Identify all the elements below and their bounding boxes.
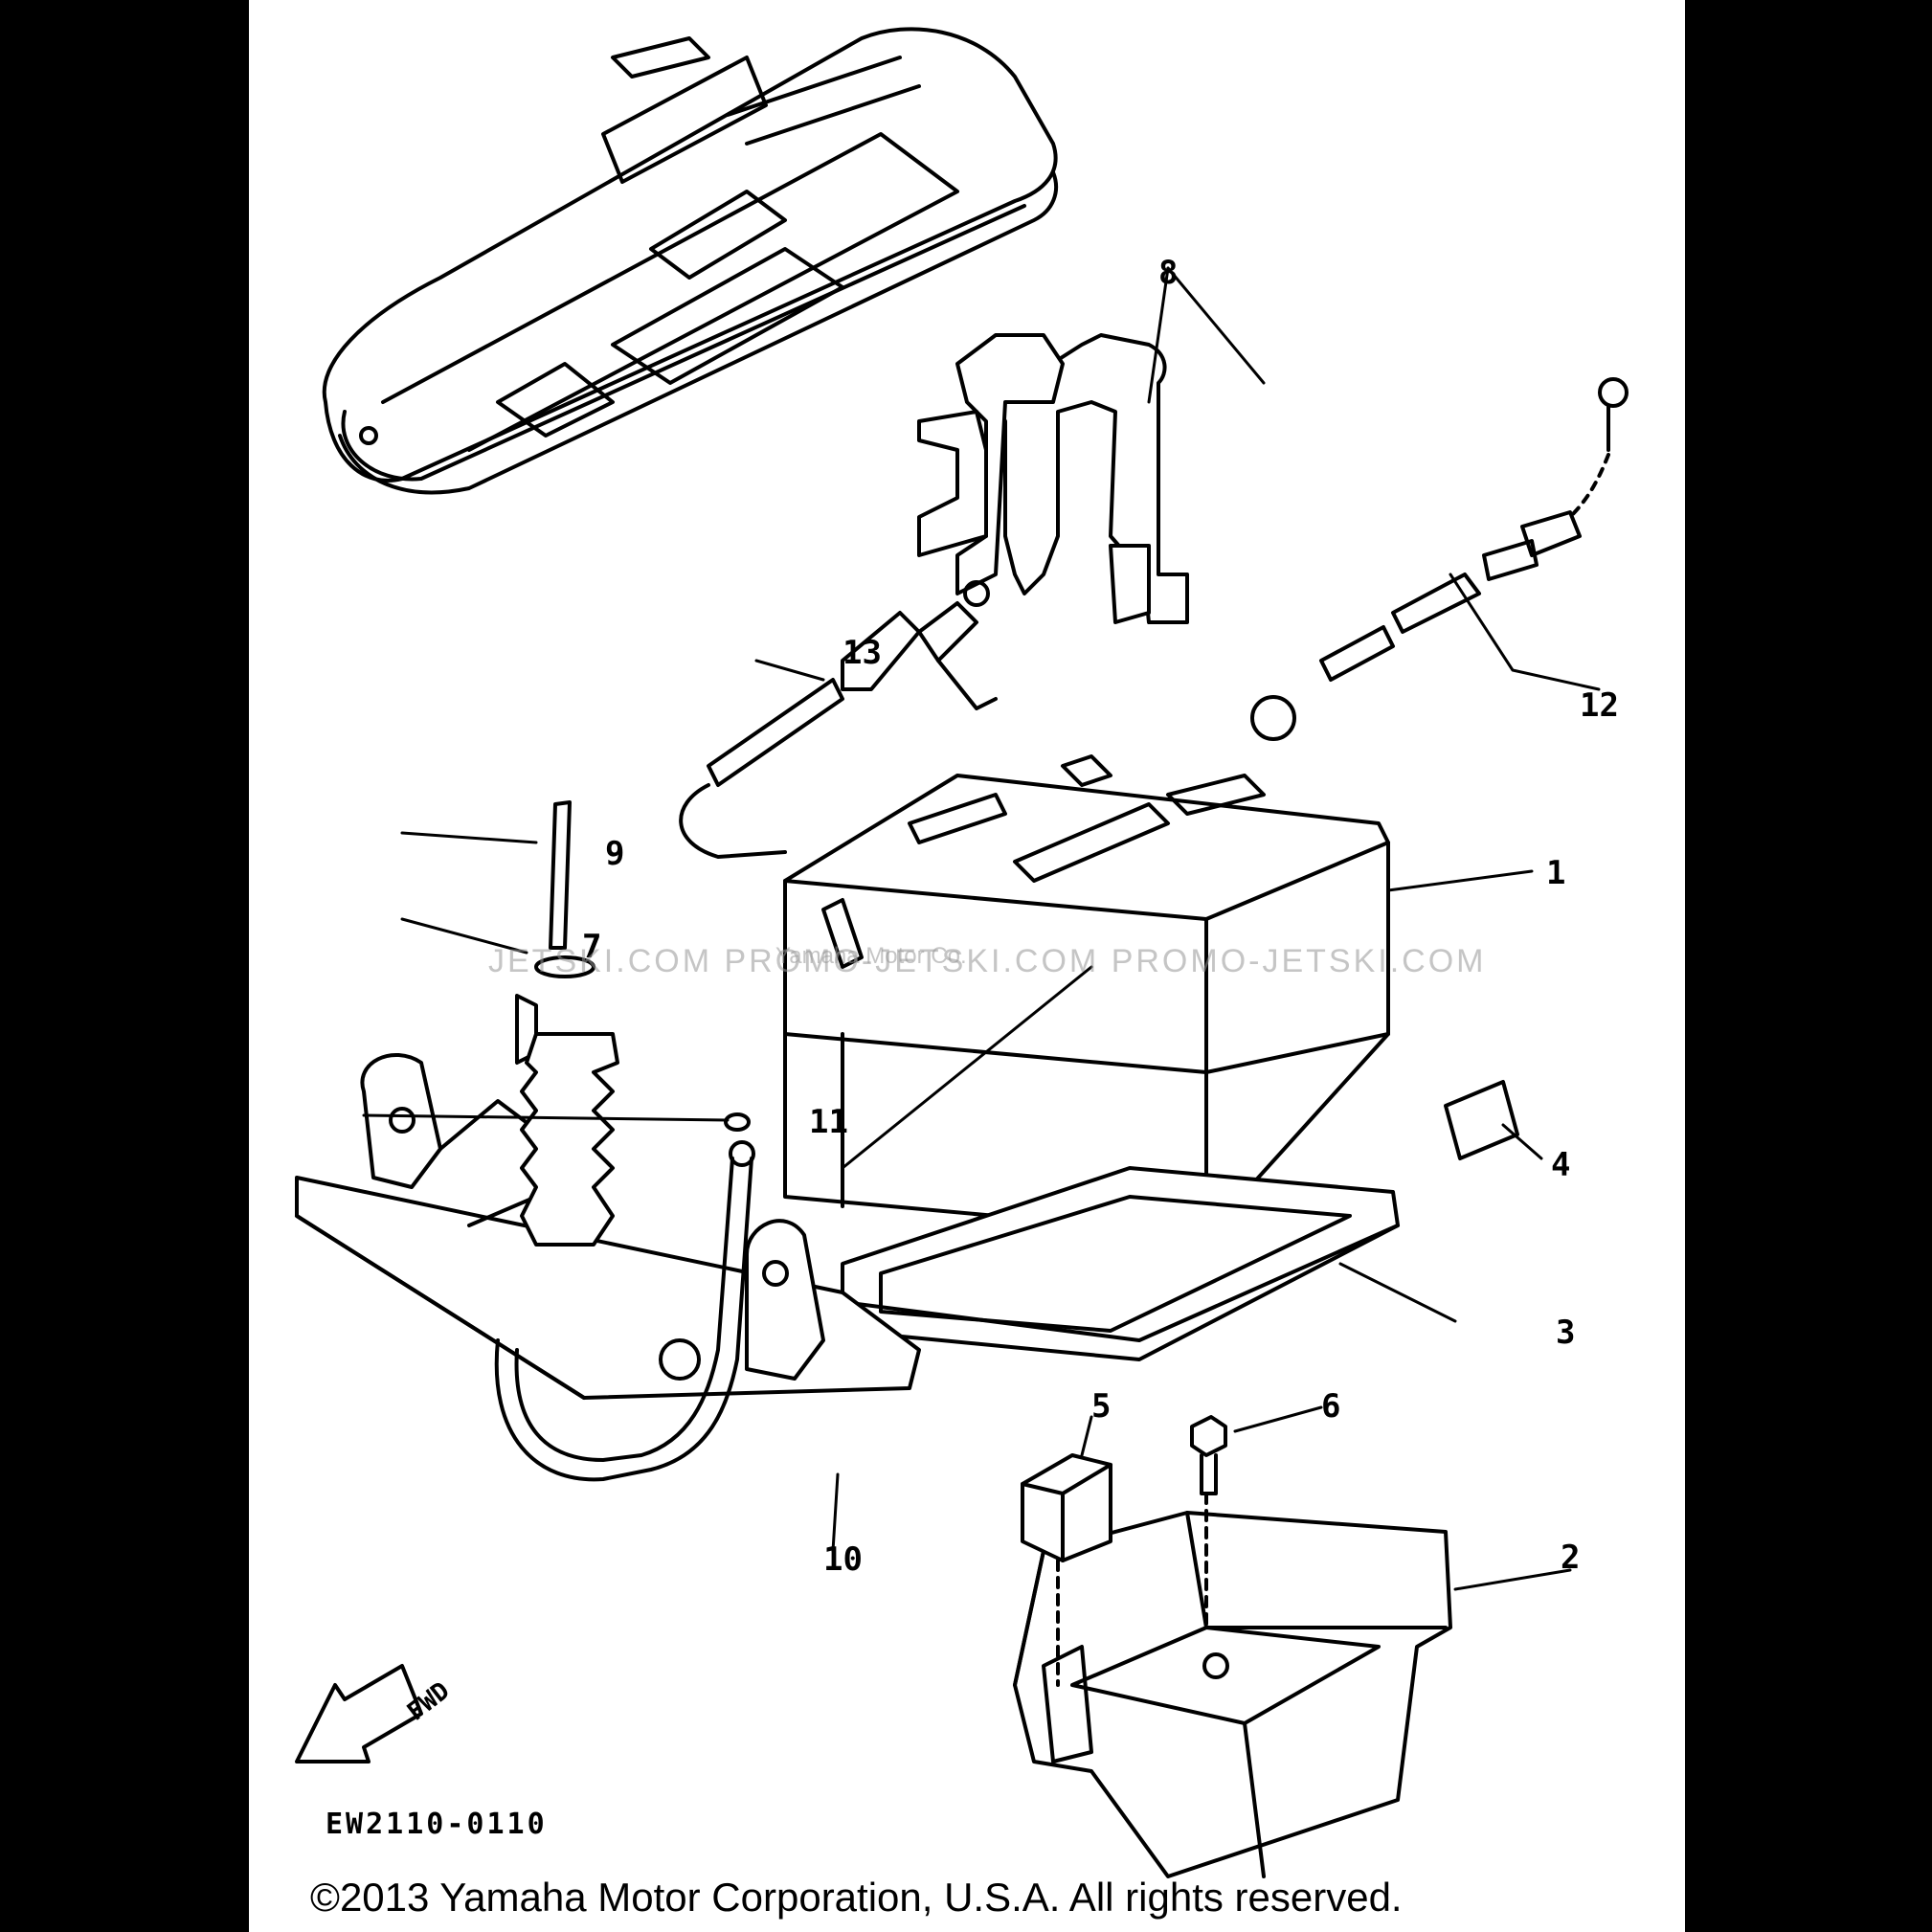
diagram-sheet: 8 12 13 1 9 7 11 4 3 5 6 2 10 FWD EW2110… (249, 0, 1685, 1932)
watermark: JETSKI.COM PROMO-JETSKI.COM PROMO-JETSKI… (488, 943, 1487, 979)
callout-7: 7 (582, 928, 602, 966)
warning-label (1444, 1080, 1519, 1160)
callout-5: 5 (1091, 1387, 1112, 1426)
battery-cable-positive (1250, 377, 1629, 741)
callout-12: 12 (1580, 686, 1619, 725)
battery-box (1013, 1511, 1452, 1878)
callout-6: 6 (1321, 1387, 1341, 1426)
callout-2: 2 (1561, 1539, 1581, 1577)
callout-4: 4 (1551, 1146, 1571, 1184)
diagram-code: EW2110-0110 (326, 1808, 548, 1841)
callout-9: 9 (605, 835, 625, 873)
mounting-bracket (295, 994, 921, 1400)
leader-lines (362, 266, 1601, 1591)
callout-3: 3 (1556, 1314, 1576, 1352)
ring (534, 955, 595, 978)
bolt (1190, 1415, 1227, 1629)
callout-8: 8 (1158, 254, 1179, 292)
callout-1: 1 (1546, 854, 1566, 892)
battery (783, 754, 1390, 1237)
relay-block (1021, 1453, 1112, 1687)
watermark-small: Yamaha Motor Co. (775, 943, 967, 969)
callout-13: 13 (842, 634, 882, 672)
parts-drawing (295, 27, 1629, 1878)
breather-hose (494, 1140, 755, 1482)
rod (549, 800, 572, 950)
copyright-notice: ©2013 Yamaha Motor Corporation, U.S.A. A… (310, 1875, 1403, 1920)
callout-10: 10 (823, 1540, 863, 1579)
forward-direction-arrow (295, 1664, 423, 1764)
callout-11: 11 (809, 1103, 848, 1141)
watercraft-hull (322, 27, 1059, 495)
battery-strap-pair (917, 333, 1189, 624)
bellows-boot (520, 1032, 619, 1247)
hose-clip (724, 1112, 751, 1132)
